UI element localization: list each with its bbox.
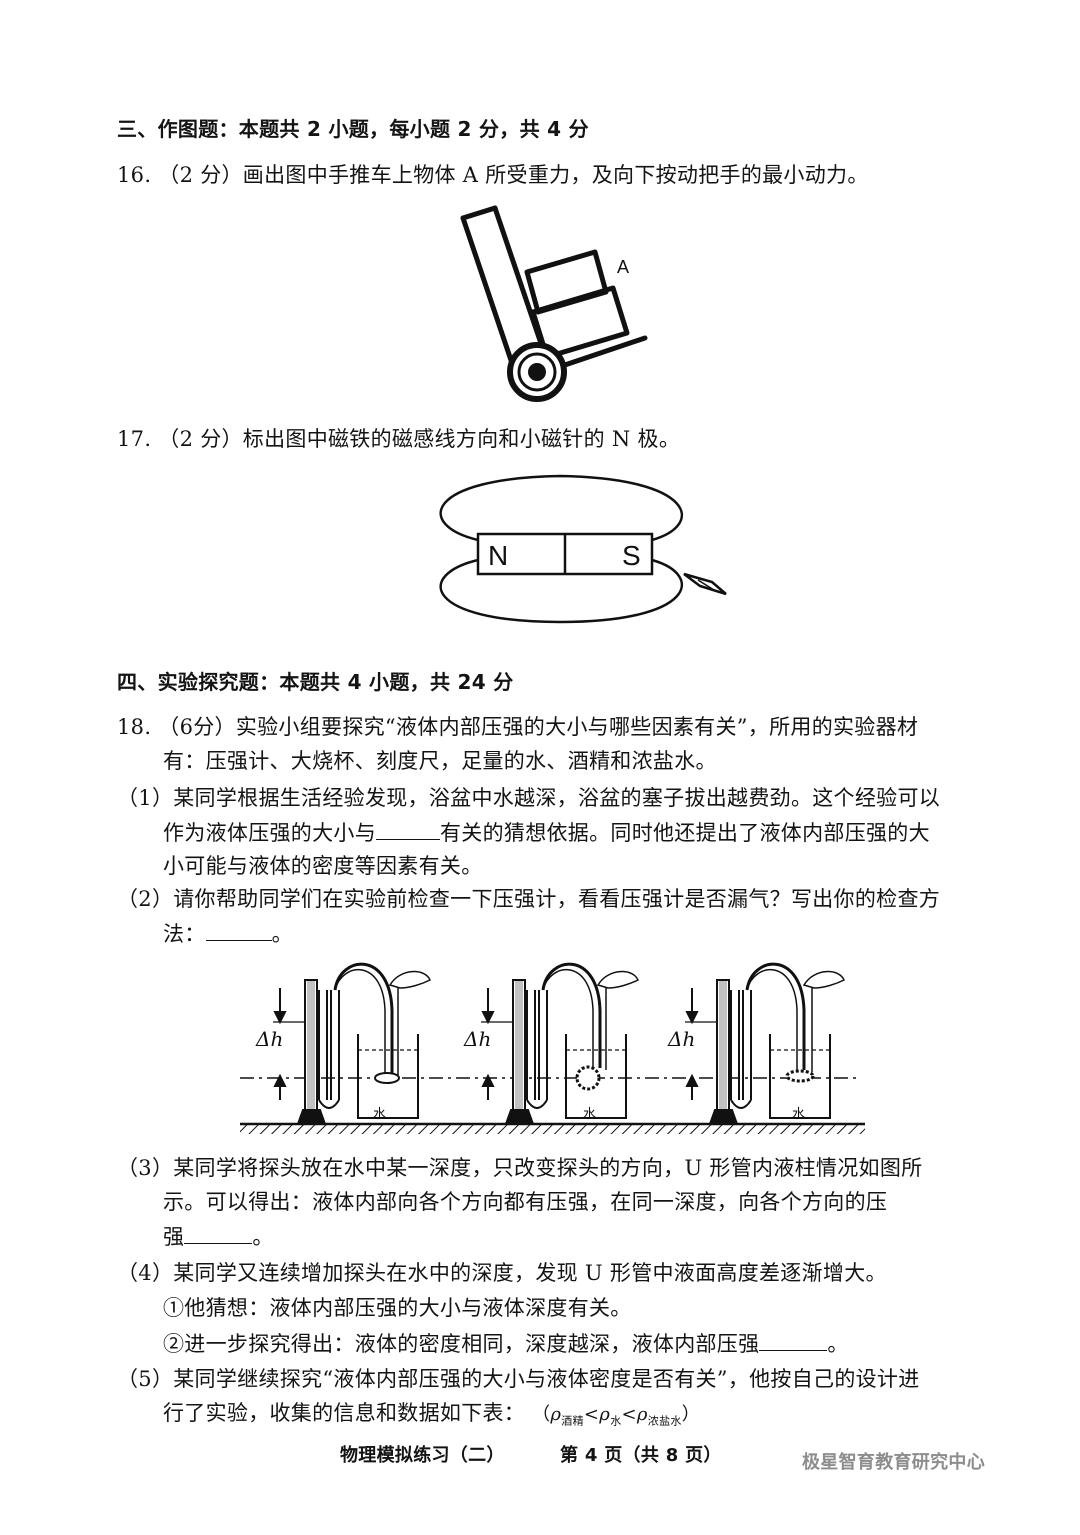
q18-p4-line2: ①他猜想：液体内部压强的大小与液体深度有关。 xyxy=(163,1296,632,1320)
answer-blank-4[interactable] xyxy=(759,1328,828,1351)
field-line-upper xyxy=(439,474,684,542)
gauge-unit-2 xyxy=(481,962,639,1125)
box-a-label: A xyxy=(617,257,629,277)
q18-p5-line2: 行了实验，收集的信息和数据如下表： （ρ酒精<ρ水<ρ浓盐水） xyxy=(163,1398,700,1437)
q18-p4-line1: （4）某同学又连续增加探头在水中的深度，发现 U 形管中液面高度差逐渐增大。 xyxy=(117,1261,887,1285)
q18-p4-line3: ②进一步探究得出：液体的密度相同，深度越深，液体内部压强 。 xyxy=(163,1328,849,1359)
answer-blank-3[interactable] xyxy=(184,1221,253,1244)
magnet-figure: N S xyxy=(439,474,727,624)
q18-p1-line3: 小可能与液体的密度等因素有关。 xyxy=(163,854,483,878)
q18-p3-line3: 强。 xyxy=(163,1221,274,1252)
q18-p3-line3-pre: 强 xyxy=(163,1225,185,1249)
footer-page-number: 第 4 页（共 8 页） xyxy=(560,1445,722,1466)
q17-text: 17. （2 分）标出图中磁铁的磁感线方向和小磁针的 N 极。 xyxy=(117,427,681,451)
q18-intro-line2: 有：压强计、大烧杯、刻度尺，足量的水、酒精和浓盐水。 xyxy=(163,749,717,773)
delta-h-label-3: Δh xyxy=(667,1027,695,1051)
q18-p1-line2-pre: 作为液体压强的大小与 xyxy=(163,821,376,845)
gauge-unit-1 xyxy=(273,962,431,1125)
section3-heading: 三、作图题：本题共 2 小题，每小题 2 分，共 4 分 xyxy=(117,117,589,141)
q18-p3-line1: （3）某同学将探头放在水中某一深度，只改变探头的方向，U 形管内液柱情况如图所 xyxy=(117,1156,923,1180)
q18-p1-line2-post: 有关的猜想依据。同时他还提出了液体内部压强的大 xyxy=(440,821,930,845)
answer-blank-2[interactable] xyxy=(205,918,272,941)
box-a xyxy=(524,249,609,315)
q18-p1-line2: 作为液体压强的大小与 有关的猜想依据。同时他还提出了液体内部压强的大 xyxy=(163,817,930,848)
density-formula: （ρ酒精<ρ水<ρ浓盐水） xyxy=(532,1404,700,1428)
q18-p4-line3-post: 。 xyxy=(827,1332,849,1356)
pressure-gauge-figure: Δh Δh Δh 水 水 水 xyxy=(240,962,865,1134)
q18-p2-line2: 法： 。 xyxy=(163,918,293,949)
q18-p2-line2-pre: 法： xyxy=(163,922,206,946)
delta-h-label-1: Δh xyxy=(255,1027,283,1051)
q18-p2-line2-post: 。 xyxy=(271,922,293,946)
water-label-1: 水 xyxy=(373,1107,386,1122)
delta-h-label-2: Δh xyxy=(463,1027,491,1051)
water-label-3: 水 xyxy=(792,1107,805,1122)
q18-p3-line2: 示。可以得出：液体内部向各个方向都有压强，在同一深度，向各个方向的压 xyxy=(163,1190,888,1214)
footer-brand-watermark: 极星智育教育研究中心 xyxy=(802,1452,985,1473)
gauge-unit-3 xyxy=(685,962,845,1125)
answer-blank-1[interactable] xyxy=(376,817,440,840)
magnet-s-label: S xyxy=(622,540,641,571)
section4-heading: 四、实验探究题：本题共 4 小题，共 24 分 xyxy=(117,670,514,694)
footer-title: 物理模拟练习（二） xyxy=(340,1445,505,1466)
q16-text: 16. （2 分）画出图中手推车上物体 A 所受重力，及向下按动把手的最小动力。 xyxy=(117,163,869,187)
q18-p4-line3-pre: ②进一步探究得出：液体的密度相同，深度越深，液体内部压强 xyxy=(163,1332,760,1356)
cart-frame-left xyxy=(460,215,520,381)
q18-p1-line1: （1）某同学根据生活经验发现，浴盆中水越深，浴盆的塞子拔出越费劲。这个经验可以 xyxy=(117,786,941,810)
q18-p5-line2-text: 行了实验，收集的信息和数据如下表： xyxy=(163,1401,526,1425)
cart-handle-grip xyxy=(460,205,498,221)
q18-intro-line1: 18. （6分）实验小组要探究“液体内部压强的大小与哪些因素有关”，所用的实验器… xyxy=(117,715,919,739)
handcart-figure: A xyxy=(460,205,648,402)
magnet-n-label: N xyxy=(488,540,508,571)
field-line-lower xyxy=(439,558,684,624)
q18-p2-line1: （2）请你帮助同学们在实验前检查一下压强计，看看压强计是否漏气？写出你的检查方 xyxy=(117,887,941,911)
q18-p5-line1: （5）某同学继续探究“液体内部压强的大小与液体密度是否有关”，他按自己的设计进 xyxy=(117,1367,920,1391)
wheel-hub xyxy=(528,363,546,381)
q18-p3-line3-post: 。 xyxy=(252,1225,274,1249)
water-label-2: 水 xyxy=(583,1107,596,1122)
